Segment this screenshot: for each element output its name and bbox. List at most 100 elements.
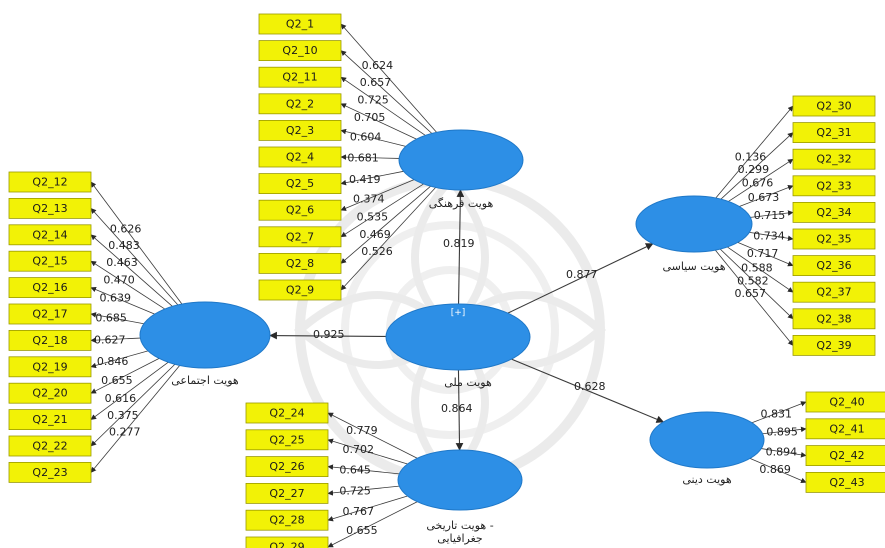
indicator-q2-41[interactable]: Q2_41	[805, 418, 885, 440]
indicator-box[interactable]	[258, 66, 342, 88]
indicator-q2-43[interactable]: Q2_43	[805, 471, 885, 493]
indicator-q2-34[interactable]: Q2_34	[792, 201, 876, 223]
construct-ellipse[interactable]	[139, 301, 271, 369]
indicator-box[interactable]	[8, 461, 92, 483]
indicator-box[interactable]	[258, 146, 342, 168]
indicator-q2-42[interactable]: Q2_42	[805, 445, 885, 467]
indicator-q2-13[interactable]: Q2_13	[8, 197, 92, 219]
indicator-box[interactable]	[805, 391, 885, 413]
indicator-box[interactable]	[792, 308, 876, 330]
indicator-q2-11[interactable]: Q2_11	[258, 66, 342, 88]
indicator-q2-2[interactable]: Q2_2	[258, 93, 342, 115]
indicator-q2-26[interactable]: Q2_26	[245, 456, 329, 478]
indicator-box[interactable]	[258, 226, 342, 248]
indicator-box[interactable]	[8, 382, 92, 404]
indicator-q2-29[interactable]: Q2_29	[245, 536, 329, 548]
indicator-q2-27[interactable]: Q2_27	[245, 482, 329, 504]
indicator-q2-16[interactable]: Q2_16	[8, 277, 92, 299]
indicator-box[interactable]	[245, 456, 329, 478]
construct-central[interactable]: [+]هویت ملی	[385, 303, 531, 389]
indicator-box[interactable]	[258, 40, 342, 61]
indicator-box[interactable]	[8, 171, 92, 193]
indicator-q2-19[interactable]: Q2_19	[8, 356, 92, 378]
indicator-box[interactable]	[245, 402, 329, 424]
indicator-q2-10[interactable]: Q2_10	[258, 40, 342, 61]
indicator-box[interactable]	[792, 281, 876, 303]
indicator-label: Q2_3	[286, 124, 314, 137]
indicator-box[interactable]	[792, 201, 876, 223]
indicator-box[interactable]	[258, 120, 342, 141]
indicator-box[interactable]	[258, 199, 342, 221]
indicator-q2-39[interactable]: Q2_39	[792, 334, 876, 356]
indicator-q2-18[interactable]: Q2_18	[8, 329, 92, 351]
indicator-box[interactable]	[245, 482, 329, 504]
indicator-q2-40[interactable]: Q2_40	[805, 391, 885, 413]
indicator-box[interactable]	[8, 277, 92, 299]
indicator-q2-12[interactable]: Q2_12	[8, 171, 92, 193]
indicator-q2-24[interactable]: Q2_24	[245, 402, 329, 424]
indicator-box[interactable]	[792, 122, 876, 143]
indicator-box[interactable]	[792, 334, 876, 356]
indicator-box[interactable]	[245, 429, 329, 451]
indicator-q2-8[interactable]: Q2_8	[258, 252, 342, 274]
indicator-q2-28[interactable]: Q2_28	[245, 509, 329, 531]
indicator-q2-31[interactable]: Q2_31	[792, 122, 876, 143]
indicator-q2-3[interactable]: Q2_3	[258, 120, 342, 141]
indicator-box[interactable]	[8, 250, 92, 272]
construct-social[interactable]: هویت اجتماعی	[139, 301, 271, 387]
indicator-q2-35[interactable]: Q2_35	[792, 228, 876, 250]
construct-ellipse[interactable]	[397, 449, 523, 511]
indicator-box[interactable]	[792, 255, 876, 277]
indicator-q2-36[interactable]: Q2_36	[792, 255, 876, 277]
indicator-q2-9[interactable]: Q2_9	[258, 279, 342, 301]
indicator-box[interactable]	[258, 13, 342, 35]
expand-toggle[interactable]: [+]	[451, 308, 466, 318]
indicator-box[interactable]	[8, 329, 92, 351]
construct-ellipse[interactable]	[635, 195, 753, 253]
indicator-q2-15[interactable]: Q2_15	[8, 250, 92, 272]
indicator-box[interactable]	[8, 356, 92, 378]
indicator-q2-33[interactable]: Q2_33	[792, 175, 876, 197]
indicator-q2-22[interactable]: Q2_22	[8, 435, 92, 457]
indicator-box[interactable]	[805, 445, 885, 467]
construct-historical[interactable]: هویت تاریخی -جغرافیایی	[397, 449, 523, 545]
indicator-box[interactable]	[792, 95, 876, 117]
central-construct-ellipse[interactable]	[385, 303, 531, 371]
indicator-box[interactable]	[8, 197, 92, 219]
construct-cultural[interactable]: هویت فرهنگی	[398, 129, 524, 210]
indicator-box[interactable]	[258, 279, 342, 301]
indicator-box[interactable]	[258, 252, 342, 274]
indicator-q2-1[interactable]: Q2_1	[258, 13, 342, 35]
indicator-q2-17[interactable]: Q2_17	[8, 303, 92, 325]
indicator-box[interactable]	[8, 435, 92, 457]
indicator-box[interactable]	[792, 175, 876, 197]
indicator-box[interactable]	[258, 173, 342, 195]
indicator-q2-6[interactable]: Q2_6	[258, 199, 342, 221]
indicator-q2-21[interactable]: Q2_21	[8, 409, 92, 431]
construct-ellipse[interactable]	[649, 411, 765, 469]
indicator-box[interactable]	[8, 409, 92, 431]
indicator-q2-37[interactable]: Q2_37	[792, 281, 876, 303]
indicator-box[interactable]	[245, 509, 329, 531]
indicator-q2-4[interactable]: Q2_4	[258, 146, 342, 168]
indicator-q2-7[interactable]: Q2_7	[258, 226, 342, 248]
indicator-q2-38[interactable]: Q2_38	[792, 308, 876, 330]
construct-religious[interactable]: هویت دینی	[649, 411, 765, 486]
construct-political[interactable]: هویت سیاسی	[635, 195, 753, 273]
indicator-q2-23[interactable]: Q2_23	[8, 461, 92, 483]
indicator-box[interactable]	[805, 418, 885, 440]
indicator-q2-32[interactable]: Q2_32	[792, 148, 876, 170]
indicator-box[interactable]	[8, 224, 92, 246]
indicator-q2-25[interactable]: Q2_25	[245, 429, 329, 451]
construct-ellipse[interactable]	[398, 129, 524, 191]
indicator-q2-14[interactable]: Q2_14	[8, 224, 92, 246]
indicator-q2-20[interactable]: Q2_20	[8, 382, 92, 404]
indicator-box[interactable]	[8, 303, 92, 325]
indicator-q2-5[interactable]: Q2_5	[258, 173, 342, 195]
indicator-box[interactable]	[792, 228, 876, 250]
indicator-box[interactable]	[805, 471, 885, 493]
indicator-box[interactable]	[245, 536, 329, 548]
indicator-q2-30[interactable]: Q2_30	[792, 95, 876, 117]
indicator-box[interactable]	[258, 93, 342, 115]
indicator-box[interactable]	[792, 148, 876, 170]
